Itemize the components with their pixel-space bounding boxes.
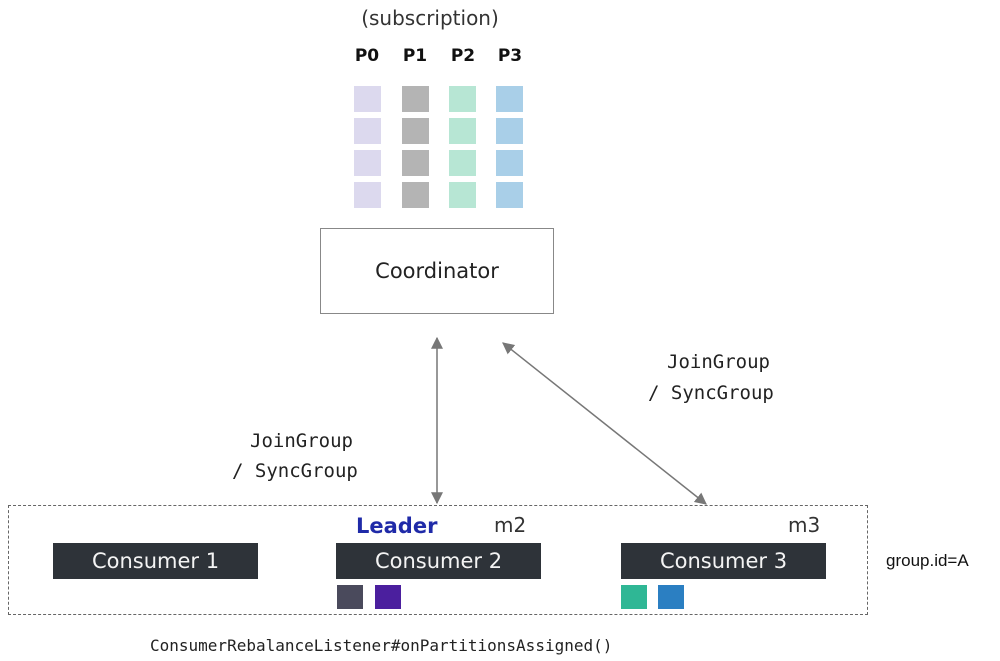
partition-record-cell — [496, 86, 523, 112]
partition-record-cell — [402, 182, 429, 208]
partition-label-p1: P1 — [402, 46, 428, 66]
consumer-2-assigned-partition — [375, 585, 401, 609]
partition-record-cell — [496, 182, 523, 208]
consumer-3-label: Consumer 3 — [659, 549, 788, 573]
partition-label-p0: P0 — [354, 46, 380, 66]
partition-record-cell — [449, 150, 476, 176]
consumer-3-assigned-partition — [658, 585, 684, 609]
partition-record-cell — [496, 150, 523, 176]
partition-record-cell — [402, 118, 429, 144]
consumer-group-box — [8, 505, 868, 615]
consumer-3-box: Consumer 3 — [621, 543, 826, 579]
coordinator-box: Coordinator — [320, 228, 554, 314]
consumer-1-box: Consumer 1 — [53, 543, 258, 579]
partition-record-cell — [354, 86, 381, 112]
consumer-2-box: Consumer 2 — [336, 543, 541, 579]
partition-record-cell — [354, 118, 381, 144]
left-arrow-label-line2: / SyncGroup — [232, 460, 358, 482]
group-id-label: group.id=A — [886, 551, 969, 570]
partition-record-cell — [354, 182, 381, 208]
consumer-1-label: Consumer 1 — [91, 549, 220, 573]
partition-record-cell — [402, 86, 429, 112]
leader-label: Leader — [356, 514, 438, 538]
partition-record-cell — [402, 150, 429, 176]
member-id-consumer-2: m2 — [494, 513, 527, 537]
consumer-2-label: Consumer 2 — [374, 549, 503, 573]
consumer-2-assigned-partition — [337, 585, 363, 609]
consumer-3-assigned-partition — [621, 585, 647, 609]
left-arrow-label-line1: JoinGroup — [250, 430, 353, 452]
callback-label: ConsumerRebalanceListener#onPartitionsAs… — [150, 636, 613, 655]
partition-record-cell — [354, 150, 381, 176]
partition-record-cell — [449, 86, 476, 112]
partition-record-cell — [496, 118, 523, 144]
partition-record-cell — [449, 118, 476, 144]
partition-label-p3: P3 — [497, 46, 523, 66]
member-id-consumer-3: m3 — [788, 513, 821, 537]
arrow-coordinator-consumer3 — [502, 342, 707, 505]
partition-label-p2: P2 — [450, 46, 476, 66]
right-arrow-label-line1: JoinGroup — [667, 351, 770, 373]
subscription-label: (subscription) — [361, 6, 499, 30]
coordinator-label: Coordinator — [375, 259, 499, 283]
right-arrow-label-line2: / SyncGroup — [648, 382, 774, 404]
partition-record-cell — [449, 182, 476, 208]
